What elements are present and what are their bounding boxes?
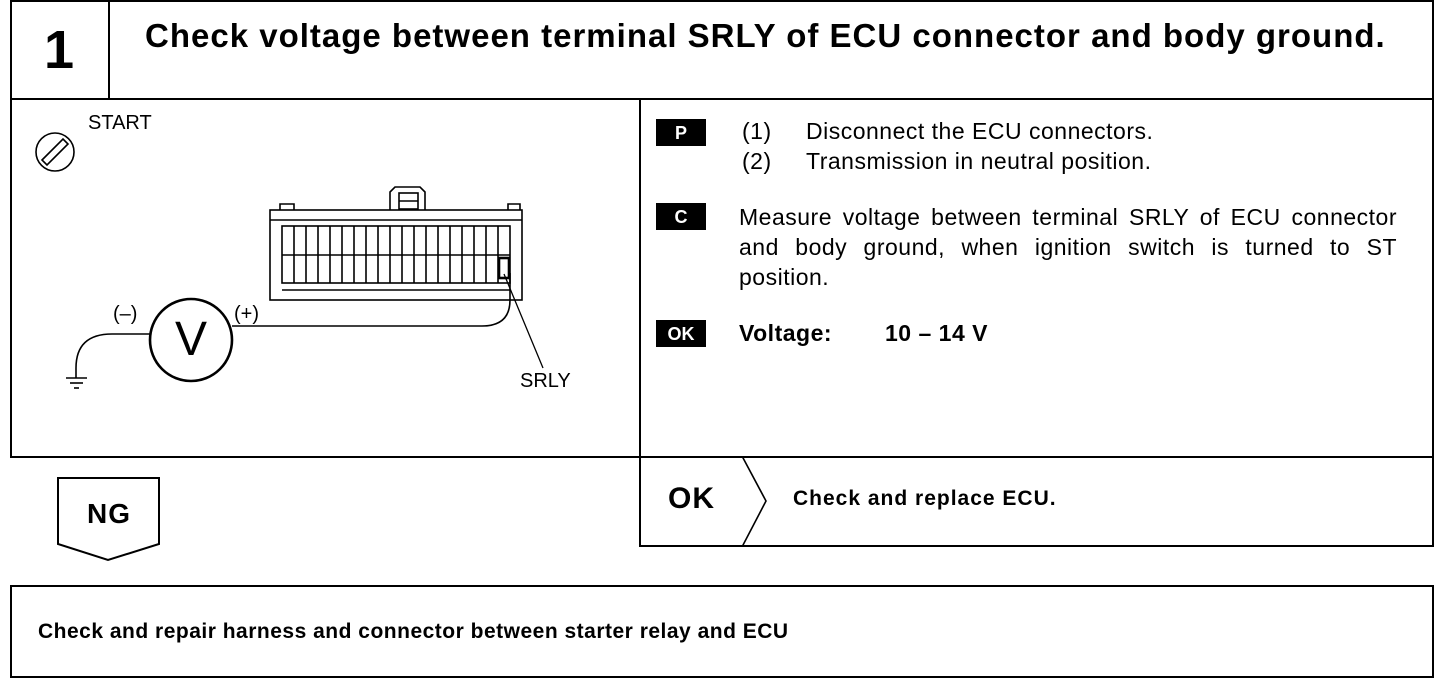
ground-icon bbox=[66, 377, 87, 389]
ecu-connector-icon bbox=[269, 186, 523, 301]
ok-result-box bbox=[639, 456, 1434, 547]
plus-label: (+) bbox=[234, 303, 259, 325]
ok-branch-label: OK bbox=[668, 482, 715, 515]
ignition-key-icon bbox=[35, 132, 75, 172]
check-text: Measure voltage between terminal SRLY of… bbox=[739, 204, 1397, 290]
voltmeter-icon bbox=[148, 297, 234, 383]
start-label: START bbox=[88, 112, 152, 134]
instructions-panel bbox=[639, 100, 1434, 458]
spec-value: 10 – 14 V bbox=[885, 320, 988, 346]
ng-branch-label: NG bbox=[87, 498, 131, 529]
ok-arrow-icon bbox=[741, 456, 767, 547]
step-header bbox=[10, 0, 1434, 100]
spec-label: Voltage: bbox=[739, 320, 833, 346]
prepare-step-num: (2) bbox=[742, 148, 772, 174]
prepare-step-text: Transmission in neutral position. bbox=[806, 148, 1152, 174]
ok-branch-action: Check and replace ECU. bbox=[793, 487, 1057, 510]
step-number-cell: 1 bbox=[10, 0, 110, 100]
srly-label: SRLY bbox=[520, 370, 571, 392]
ok-tag: OK bbox=[656, 320, 706, 347]
step-title: Check voltage between terminal SRLY of E… bbox=[145, 17, 1386, 54]
minus-label: (–) bbox=[113, 303, 138, 325]
prepare-step-num: (1) bbox=[742, 118, 772, 144]
prepare-step-text: Disconnect the ECU connectors. bbox=[806, 118, 1154, 144]
ng-action-text: Check and repair harness and connector b… bbox=[38, 620, 789, 643]
meter-label: V bbox=[174, 313, 207, 366]
check-tag: C bbox=[656, 203, 706, 230]
ng-arrow-icon bbox=[57, 477, 160, 562]
prepare-tag: P bbox=[656, 119, 706, 146]
wiring-diagram bbox=[35, 132, 544, 389]
step-number: 1 bbox=[43, 20, 75, 80]
ng-action-box bbox=[10, 585, 1434, 678]
diagram-panel bbox=[10, 100, 641, 458]
